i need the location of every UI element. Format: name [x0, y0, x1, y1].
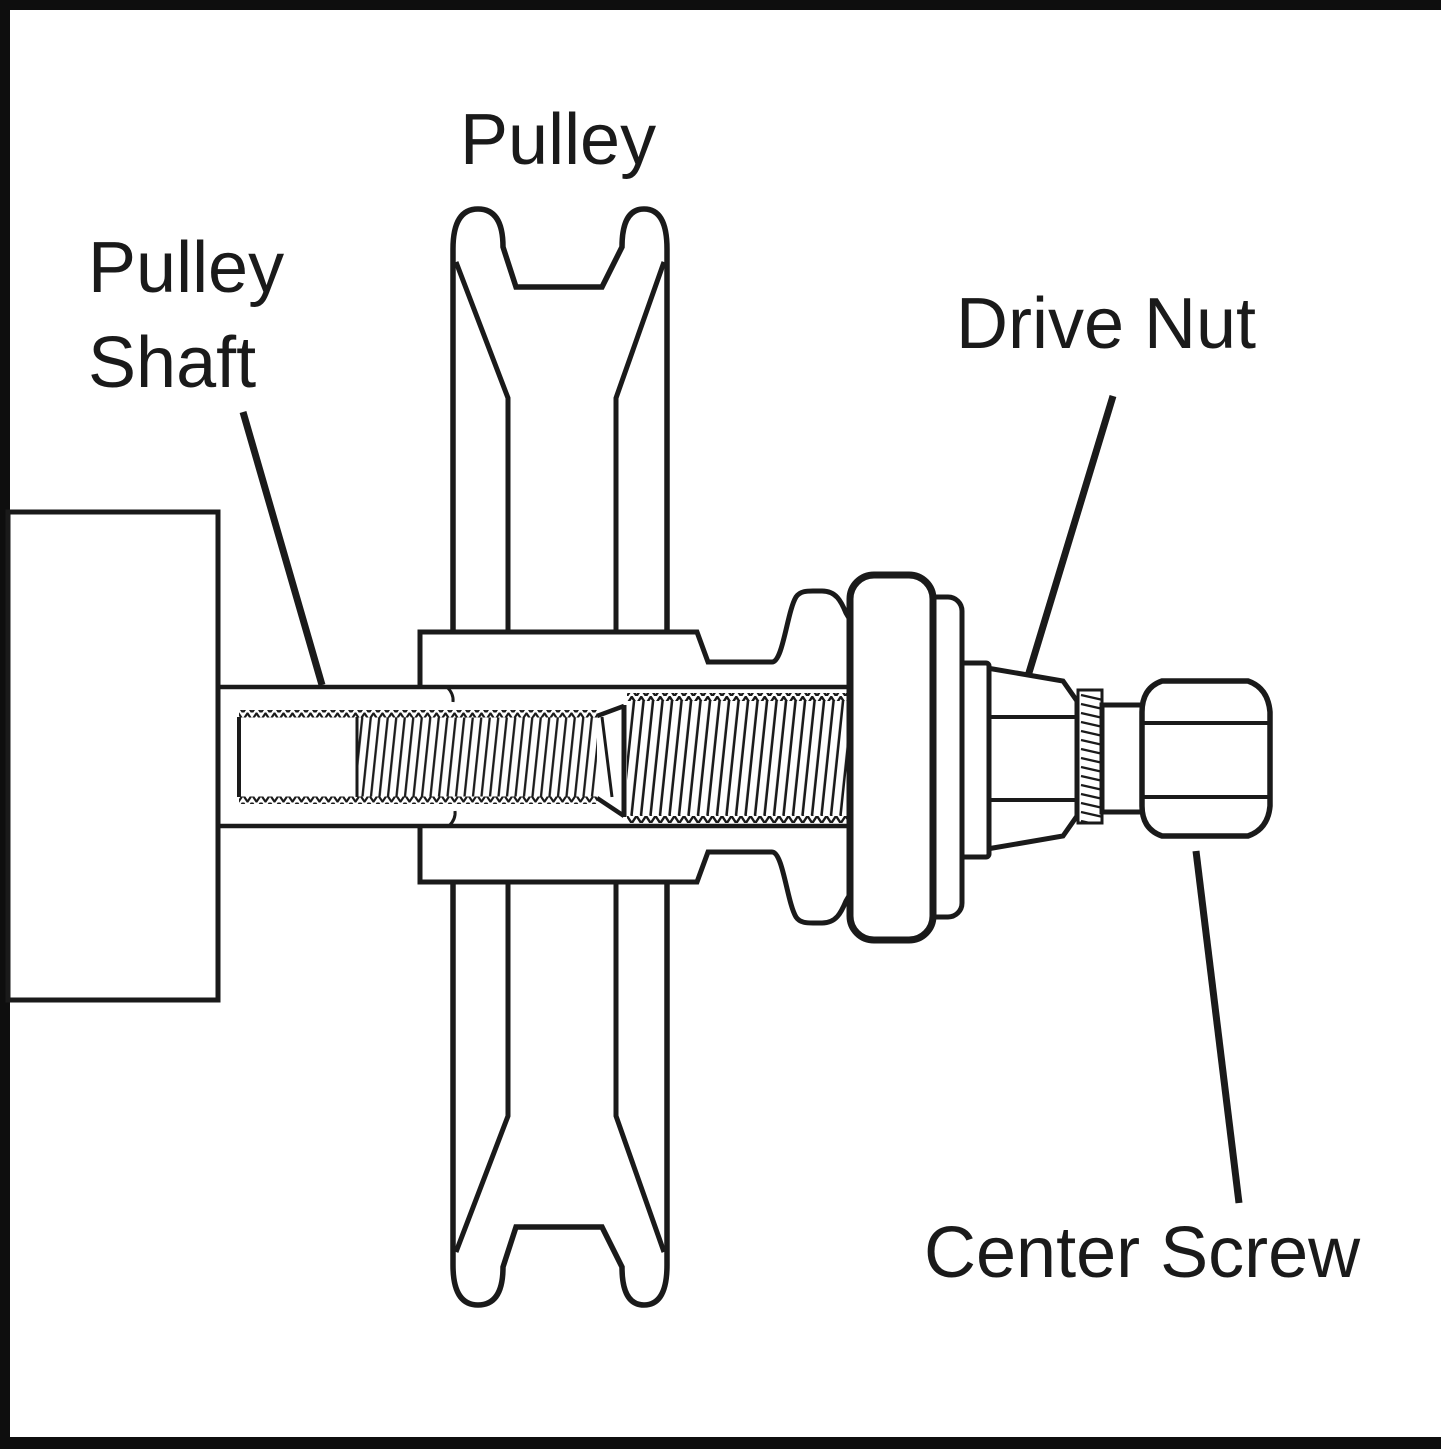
center-screw-leader	[1192, 850, 1243, 1204]
hub-sleeve-lines	[218, 684, 853, 829]
center-screw-stub-thread	[1076, 688, 1104, 825]
shaft-thread-hatch	[357, 717, 597, 797]
pulley-groove-upper-left	[453, 261, 511, 632]
motor-housing-block	[5, 509, 221, 1003]
center-screw	[1076, 678, 1273, 839]
pulley-label: Pulley	[460, 100, 656, 180]
pulley	[417, 206, 859, 1308]
shaft-thread-crest-top	[239, 710, 597, 718]
pulley-shaft	[237, 703, 627, 818]
pulley-shaft-label-line2: Shaft	[88, 323, 256, 403]
screw-thread-crest-top	[627, 693, 853, 701]
drive-nut-leader	[1024, 394, 1117, 678]
pulley-groove-lower-right	[613, 882, 667, 1253]
drive-nut-label: Drive Nut	[956, 284, 1256, 364]
shaft-thread-crest-bottom	[239, 796, 597, 804]
frame-left	[0, 0, 10, 1449]
leader-lines	[239, 394, 1243, 1204]
pulley-rim-upper	[450, 206, 670, 633]
drive-nut	[984, 665, 1080, 852]
pulley-shaft-label-line1: Pulley	[88, 228, 284, 308]
screw-thread-crest-bottom	[627, 815, 853, 823]
puller-screw-thread	[627, 693, 853, 823]
pulley-flange-upper	[417, 588, 859, 687]
center-screw-neck	[1099, 702, 1145, 815]
center-screw-head	[1139, 678, 1273, 839]
frame-bottom	[0, 1437, 1441, 1449]
screw-thread-hatch	[627, 701, 853, 815]
frame-top	[0, 0, 1441, 10]
shaft-taper	[595, 703, 627, 818]
pulley-groove-lower-left	[453, 882, 511, 1253]
thrust-collar	[846, 571, 937, 944]
pulley-flange-lower	[417, 827, 859, 926]
pulley-groove-upper-right	[613, 261, 667, 632]
pulley-rim-lower	[450, 881, 670, 1308]
pulley-shaft-leader	[239, 411, 326, 686]
center-screw-head-facets	[1142, 721, 1270, 799]
center-screw-label: Center Screw	[924, 1213, 1361, 1293]
